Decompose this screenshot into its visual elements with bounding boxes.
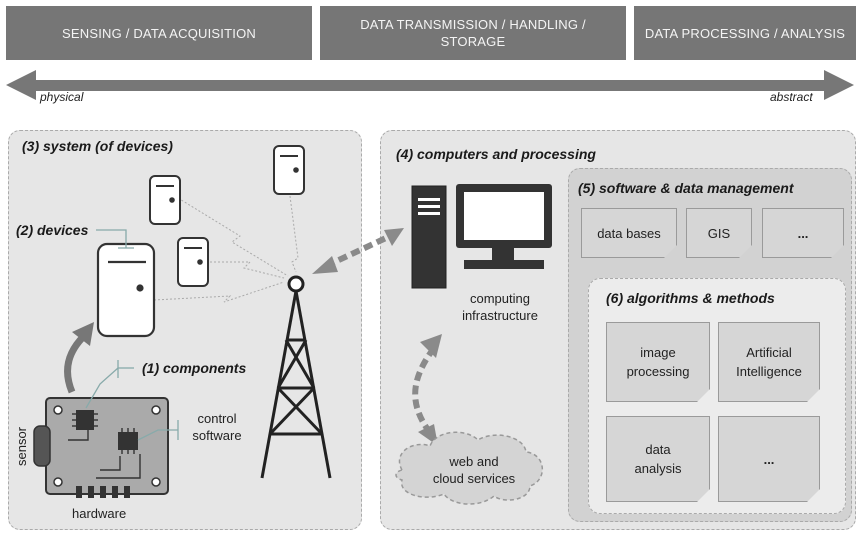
computers-panel-title: (4) computers and processing [396,146,596,162]
device-icon-large [96,242,156,338]
cloud-icon [395,431,544,505]
system-panel-title: (3) system (of devices) [22,138,173,154]
stage-label: SENSING / DATA ACQUISITION [62,25,256,41]
signal-lines [153,195,299,303]
note-image-processing: image processing [606,322,710,402]
hardware-label: hardware [72,506,127,521]
stage-label-line2: STORAGE [440,34,506,49]
stage-header-transmission: DATA TRANSMISSION / HANDLING / STORAGE [320,6,626,60]
note-line2: Intelligence [736,364,802,379]
control-software-bracket [137,429,178,441]
computing-infrastructure-line2: infrastructure [462,308,538,323]
computer-cloud-link [412,334,442,446]
circuit-board-icon [33,397,169,498]
antenna-tower-icon [260,275,332,479]
cloud-label: web and cloud services [414,453,534,487]
cloud-label-line1: web and [449,454,499,469]
sensor-label: sensor [14,426,30,467]
device-icon [177,237,209,287]
note-line1: data [645,442,671,457]
note-line2: analysis [634,461,682,476]
algorithms-panel-title: (6) algorithms & methods [606,290,775,306]
note-artificial-intelligence: Artificial Intelligence [718,322,820,402]
control-software-label: control software [182,410,252,444]
control-software-line1: control [197,411,237,426]
stage-label-line1: DATA TRANSMISSION / HANDLING / [360,17,586,32]
stage-header-processing: DATA PROCESSING / ANALYSIS [634,6,856,60]
note-data-analysis: data analysis [606,416,710,502]
note-more-methods: ... [718,416,820,502]
devices-bracket [96,229,127,248]
note-gis: GIS [686,208,752,258]
computer-tower-icon [411,185,447,289]
physical-abstract-arrow [6,70,854,100]
tower-computer-link [312,228,404,274]
stage-label: DATA PROCESSING / ANALYSIS [644,25,846,41]
axis-label-abstract: abstract [770,90,813,104]
device-icon [273,145,305,195]
device-icon [149,175,181,225]
stage-header-sensing: SENSING / DATA ACQUISITION [6,6,312,60]
note-more-software: ... [762,208,844,258]
computing-infrastructure-line1: computing [470,291,530,306]
devices-label: (2) devices [16,222,89,238]
note-line1: image [640,345,676,360]
note-line1: Artificial [746,345,792,360]
software-panel-title: (5) software & data management [578,180,794,196]
axis-label-physical: physical [40,90,84,104]
component-to-device-arrow [64,333,87,394]
components-label: (1) components [142,360,247,376]
computing-infrastructure-label: computing infrastructure [440,290,560,324]
cloud-label-line2: cloud services [432,471,516,486]
note-line1: ... [763,451,775,467]
control-software-line2: software [192,428,242,443]
note-line2: processing [626,364,690,379]
note-data-bases: data bases [581,208,677,258]
components-bracket [85,367,119,409]
monitor-icon [456,184,552,269]
